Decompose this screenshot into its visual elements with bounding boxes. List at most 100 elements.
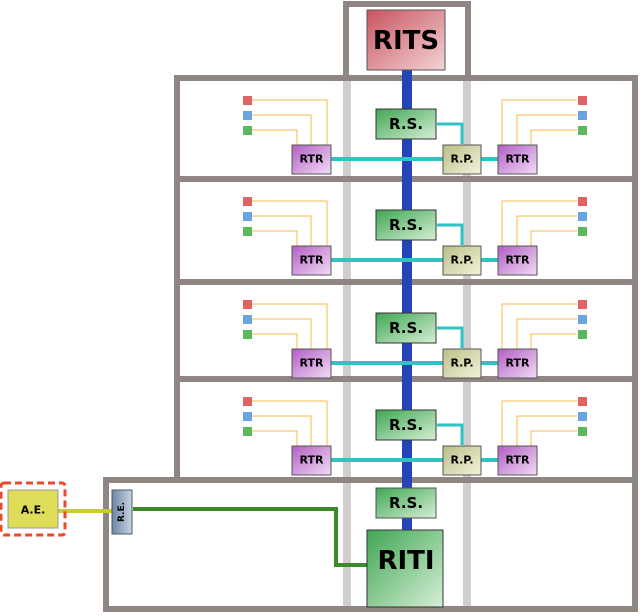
rp-label: R.P. (450, 153, 473, 166)
outlet-green-right[interactable] (578, 427, 587, 436)
horizontal-cable (330, 157, 444, 161)
rs-label: R.S. (389, 115, 423, 133)
ground-floor: R.S. RITI R.E. (58, 487, 444, 608)
outlet-blue-left[interactable] (243, 315, 252, 324)
outlet-green-right[interactable] (578, 227, 587, 236)
rp-label: R.P. (450, 357, 473, 370)
outlet-wires-right (501, 303, 577, 350)
rp-box[interactable]: R.P. (442, 245, 482, 276)
rtr-right-box[interactable]: RTR (497, 348, 538, 379)
outlet-blue-right[interactable] (578, 315, 587, 324)
rtr-right-label: RTR (506, 254, 530, 267)
horizontal-cable-right (481, 458, 499, 462)
ground-floor-wall (103, 477, 638, 612)
rs-ground-box[interactable]: R.S. (375, 487, 437, 519)
outlet-wires-left (252, 99, 328, 146)
rs-to-rp-cable (437, 326, 464, 348)
riser-shaft-left (343, 80, 351, 606)
entry-cable (133, 507, 367, 567)
rtr-right-label: RTR (506, 454, 530, 467)
rtr-left-box[interactable]: RTR (291, 144, 332, 175)
outlet-red-left[interactable] (243, 197, 252, 206)
outlet-wires-right (501, 99, 577, 146)
outlet-blue-right[interactable] (578, 111, 587, 120)
rp-box[interactable]: R.P. (442, 445, 482, 476)
outlet-blue-left[interactable] (243, 412, 252, 421)
re-box[interactable]: R.E. (111, 489, 133, 535)
rtr-right-box[interactable]: RTR (497, 245, 538, 276)
rp-box[interactable]: R.P. (442, 348, 482, 379)
riser-shaft-right (463, 80, 471, 606)
backbone-cable (402, 68, 412, 530)
rtr-right-box[interactable]: RTR (497, 144, 538, 175)
rtr-right-label: RTR (506, 153, 530, 166)
outlet-wires-left (252, 400, 328, 447)
outlet-blue-left[interactable] (243, 212, 252, 221)
rs-box[interactable]: R.S. (375, 108, 437, 140)
re-label: R.E. (117, 502, 127, 522)
rs-box[interactable]: R.S. (375, 409, 437, 441)
horizontal-cable-right (481, 361, 499, 365)
outlet-wires-left (252, 200, 328, 247)
rtr-left-label: RTR (300, 454, 324, 467)
ae-dashed-border (0, 481, 67, 537)
horizontal-cable (330, 258, 444, 262)
outlet-blue-right[interactable] (578, 412, 587, 421)
outlet-green-left[interactable] (243, 427, 252, 436)
outlet-red-right[interactable] (578, 197, 587, 206)
rtr-left-box[interactable]: RTR (291, 445, 332, 476)
horizontal-cable-right (481, 157, 499, 161)
rs-to-rp-cable (437, 423, 464, 445)
rs-to-rp-cable (437, 223, 464, 245)
rs-ground-label: R.S. (389, 494, 423, 512)
ae-box[interactable]: A.E. (0, 481, 67, 537)
outlet-red-left[interactable] (243, 397, 252, 406)
rs-box[interactable]: R.S. (375, 209, 437, 241)
floor-4: R.S. RTR R.P. RTR (243, 96, 587, 175)
outlet-red-right[interactable] (578, 96, 587, 105)
floor-1: R.S. RTR R.P. RTR (243, 397, 587, 476)
outlet-green-left[interactable] (243, 126, 252, 135)
ae-cable (58, 509, 112, 513)
outlet-red-left[interactable] (243, 300, 252, 309)
rtr-left-label: RTR (300, 357, 324, 370)
ae-label: A.E. (21, 504, 46, 517)
outlet-red-left[interactable] (243, 96, 252, 105)
rtr-right-label: RTR (506, 357, 530, 370)
rits-label: RITS (373, 26, 439, 56)
rs-box[interactable]: R.S. (375, 312, 437, 344)
outlet-red-right[interactable] (578, 397, 587, 406)
outlet-blue-right[interactable] (578, 212, 587, 221)
outlet-green-right[interactable] (578, 330, 587, 339)
building-walls (103, 1, 638, 612)
outlet-wires-left (252, 303, 328, 350)
rs-label: R.S. (389, 319, 423, 337)
outlet-wires-right (501, 400, 577, 447)
horizontal-cable (330, 361, 444, 365)
rits-box[interactable]: RITS (366, 9, 446, 71)
outlet-green-left[interactable] (243, 330, 252, 339)
rs-label: R.S. (389, 416, 423, 434)
floor-3: R.S. RTR R.P. RTR (243, 197, 587, 276)
rp-label: R.P. (450, 454, 473, 467)
rtr-right-box[interactable]: RTR (497, 445, 538, 476)
outlet-red-right[interactable] (578, 300, 587, 309)
riti-label: RITI (377, 546, 434, 576)
rp-box[interactable]: R.P. (442, 144, 482, 175)
rtr-left-box[interactable]: RTR (291, 245, 332, 276)
riser-shafts (343, 80, 471, 606)
outlet-wires-right (501, 200, 577, 247)
horizontal-cable (330, 458, 444, 462)
outlet-green-right[interactable] (578, 126, 587, 135)
outlet-blue-left[interactable] (243, 111, 252, 120)
riti-box[interactable]: RITI (366, 529, 444, 608)
rs-label: R.S. (389, 216, 423, 234)
floor-2: R.S. RTR R.P. RTR (243, 300, 587, 379)
horizontal-cable-right (481, 258, 499, 262)
rs-to-rp-cable (437, 122, 464, 144)
rtr-left-box[interactable]: RTR (291, 348, 332, 379)
outlet-green-left[interactable] (243, 227, 252, 236)
rtr-left-label: RTR (300, 254, 324, 267)
